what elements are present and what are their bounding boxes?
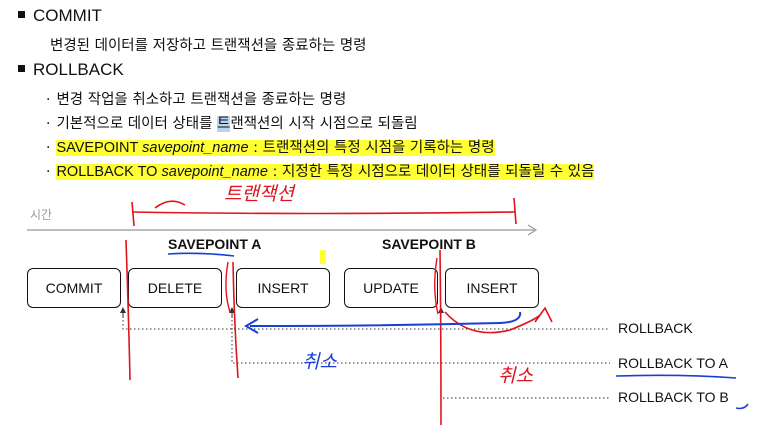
rollback-item-4: ·ROLLBACK TO savepoint_name : 지정한 특정 시점으… [46, 164, 595, 180]
savepoint-b-label: SAVEPOINT B [382, 236, 476, 252]
rollback-item-1: ·변경 작업을 취소하고 트랜잭션을 종료하는 명령 [46, 92, 347, 108]
savepoint-a-label: SAVEPOINT A [168, 236, 262, 252]
insert-box-1: INSERT [236, 268, 330, 308]
update-box: UPDATE [344, 268, 438, 308]
dot-bullet-icon: · [46, 92, 51, 108]
rollback-item-2: ·기본적으로 데이터 상태를 트랜잭션의 시작 시점으로 되돌림 [46, 116, 418, 132]
rollback-to-a-label: ROLLBACK TO A [618, 355, 728, 371]
dot-bullet-icon: · [46, 116, 51, 132]
rollback-label: ROLLBACK [618, 320, 693, 336]
insert-box-2: INSERT [445, 268, 539, 308]
time-axis-arrow [27, 224, 538, 236]
red-arrowhead-icon [534, 306, 553, 323]
red-handwriting-cancel: 취소 [498, 365, 533, 387]
red-pen-verticals [125, 239, 442, 426]
red-pen-brackets [225, 257, 439, 315]
commit-description: 변경된 데이터를 저장하고 트랜잭션을 종료하는 명령 [50, 38, 367, 54]
dot-bullet-icon: · [46, 140, 51, 156]
blue-handwriting-cancel: 취소 [302, 351, 337, 373]
square-bullet-icon [18, 65, 25, 73]
highlight-mark [320, 250, 326, 264]
delete-box: DELETE [128, 268, 222, 308]
red-handwriting-transaction: 트랜잭션 [224, 183, 296, 205]
rollback-to-b-label: ROLLBACK TO B [618, 389, 729, 405]
square-bullet-icon [18, 11, 25, 19]
commit-box: COMMIT [27, 268, 121, 308]
red-transaction-bracket [131, 197, 517, 227]
rollback-title: ROLLBACK [33, 60, 124, 79]
rollback-heading: ROLLBACK [18, 60, 124, 80]
rollback-item-3: ·SAVEPOINT savepoint_name : 트랜잭션의 특정 시점을… [46, 140, 495, 156]
dot-bullet-icon: · [46, 164, 51, 180]
blue-rollback-arrow [244, 311, 522, 334]
commit-heading: COMMIT [18, 6, 102, 26]
time-axis-label: 시간 [30, 208, 53, 222]
blue-underlines [167, 252, 749, 410]
commit-title: COMMIT [33, 6, 102, 25]
